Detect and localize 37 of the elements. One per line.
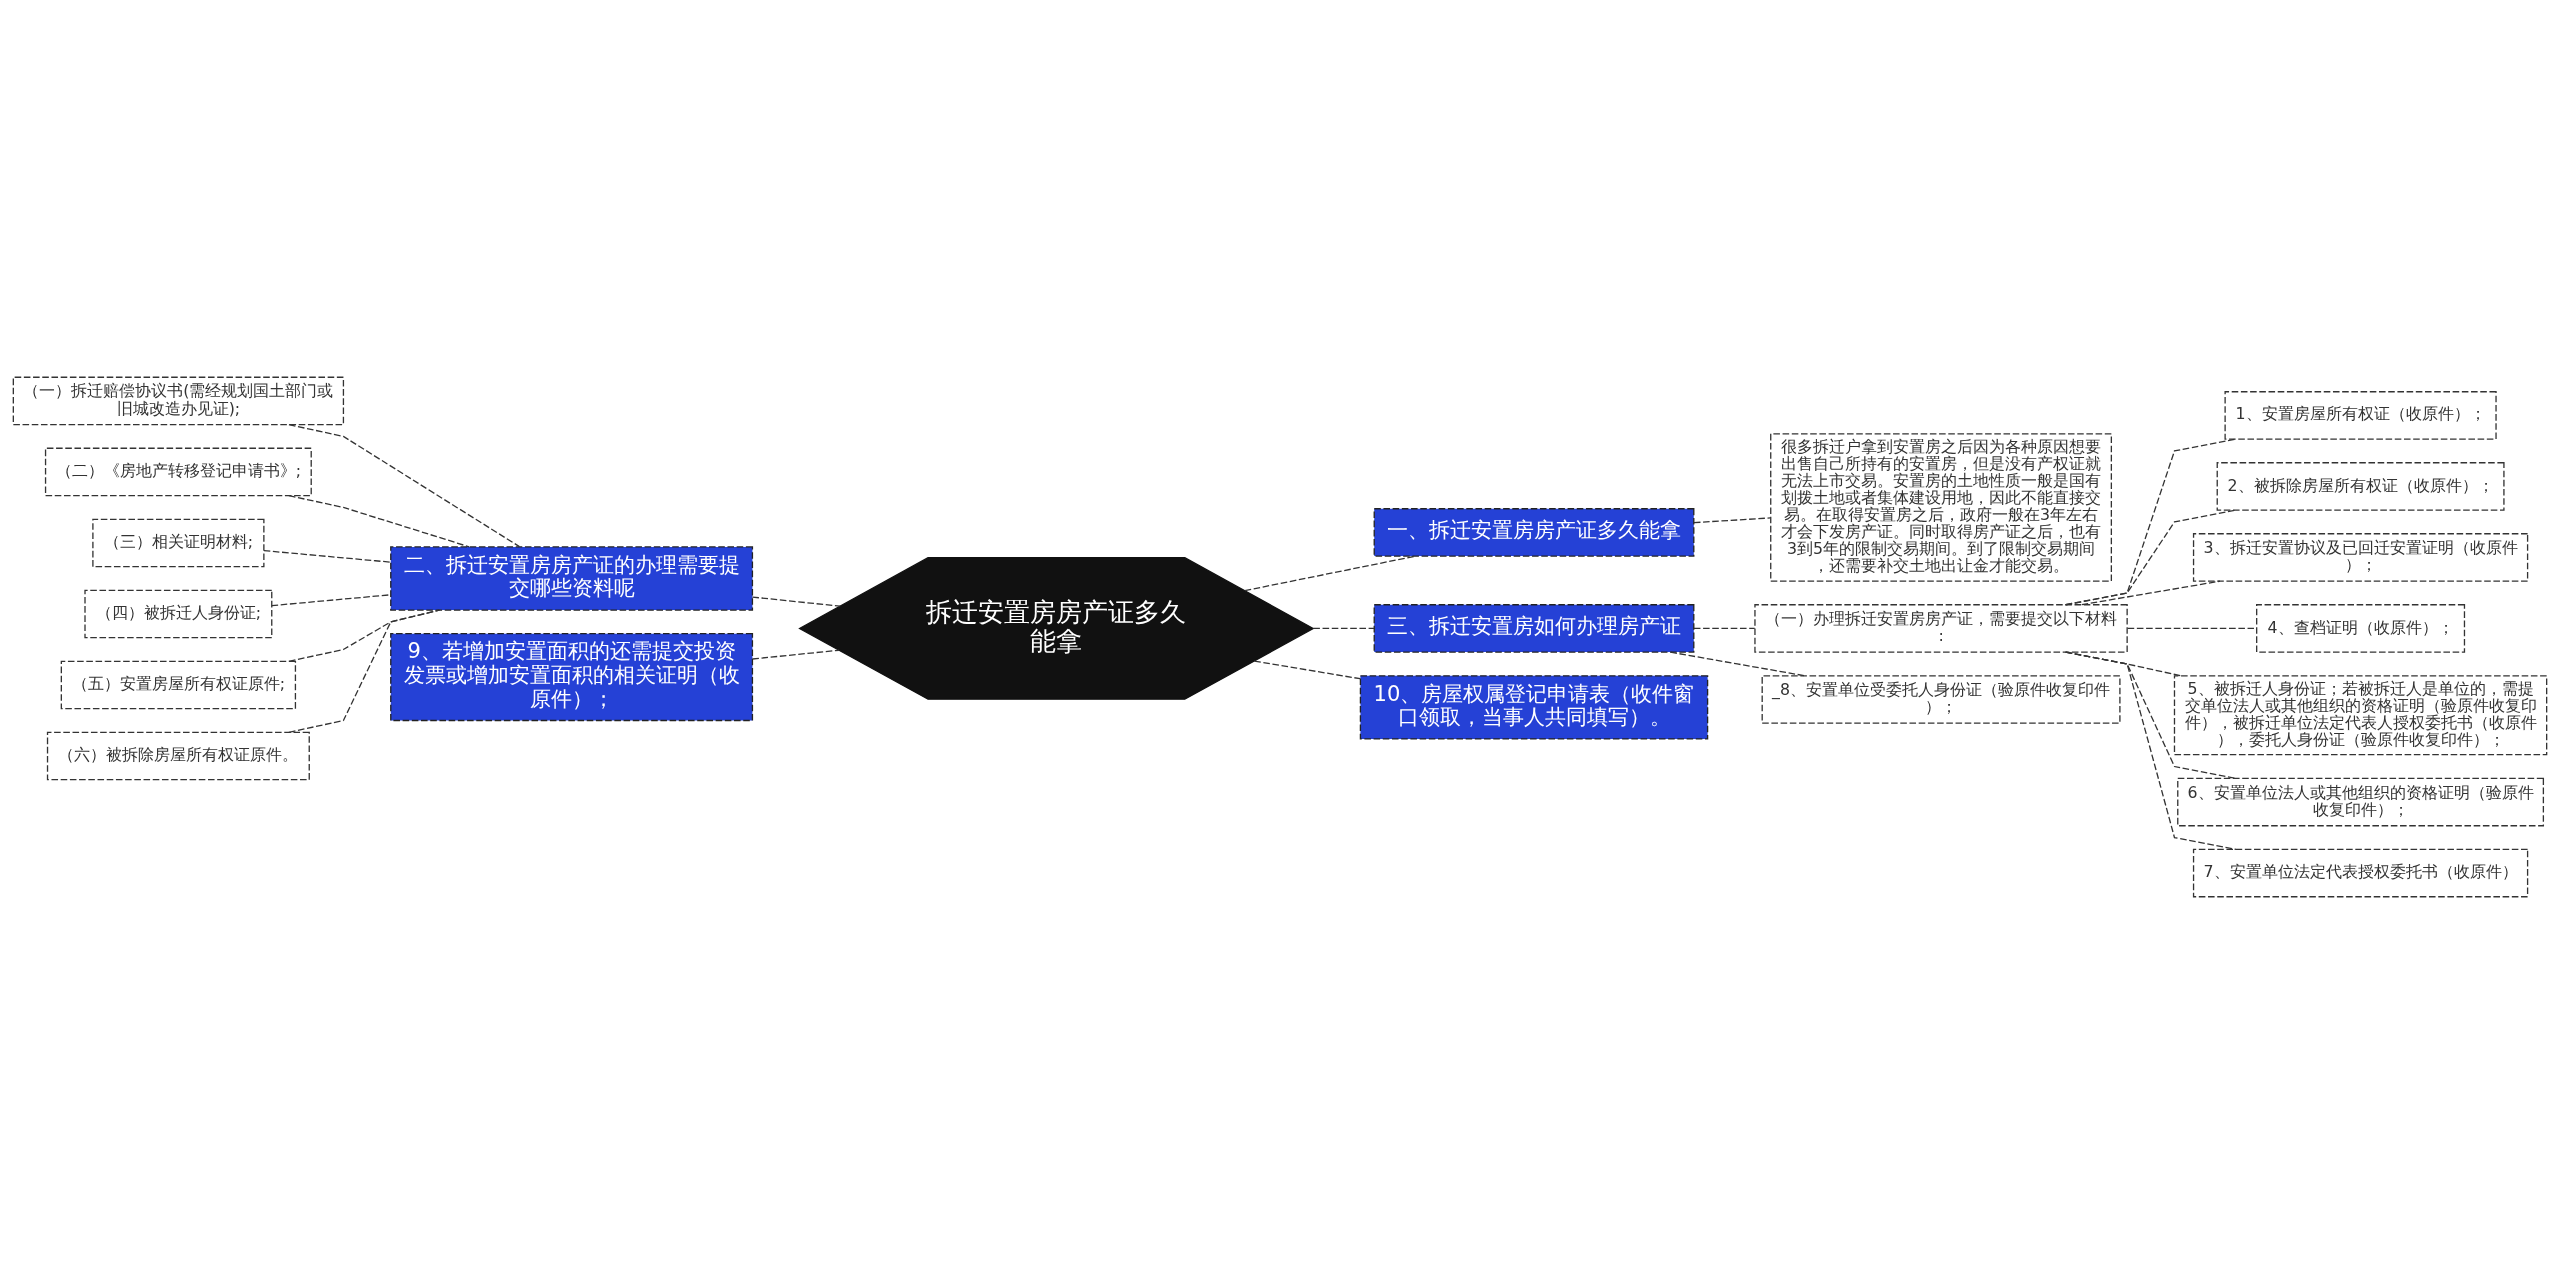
- node-box: 二、拆迁安置房房产证的办理需要提交哪些资料呢: [390, 545, 754, 611]
- node-box: 10、房屋权属登记申请表（收件窗口领取，当事人共同填写）。: [1359, 674, 1709, 740]
- node-box: 三、拆迁安置房如何办理房产证: [1373, 603, 1695, 653]
- node-box: （一）拆迁赔偿协议书(需经规划国土部门或旧城改造办见证);: [12, 376, 345, 425]
- node-box: 7、安置单位法定代表授权委托书（收原件）: [2192, 848, 2529, 897]
- connector: [751, 649, 840, 660]
- node-box: _8、安置单位受委托人身份证（验原件收复印件）；: [1761, 674, 2121, 724]
- connector: [1693, 627, 1756, 629]
- node-box: 9、若增加安置面积的还需提交投资发票或增加安置面积的相关证明（收原件）；: [390, 632, 754, 721]
- node-box: 很多拆迁户拿到安置房之后因为各种原因想要出售自己所持有的安置房，但是没有产权证就无法上市交易。安置房的土地性质一般是国有划拨土地或者集体建设用地，因此不能直接交易。在取得安置房之后，政府一般在3年左右才会下发房产证。同时取得房产证之后，也有3到5年的限制交易期间。到了限制交易期间，还需要补交土地出让金才能交易。: [1770, 432, 2112, 582]
- node-box: （二）《房地产转移登记申请书》;: [44, 447, 312, 496]
- connector: [2127, 627, 2257, 629]
- node-box: 1、安置房屋所有权证（收原件）；: [2224, 390, 2497, 440]
- node-box: 2、被拆除房屋所有权证（收原件）；: [2216, 461, 2505, 511]
- node-box: （三）相关证明材料;: [92, 518, 265, 567]
- connector: [2064, 651, 2237, 850]
- connector: [288, 423, 521, 547]
- connector: [288, 608, 441, 733]
- connector: [1253, 659, 1361, 679]
- connector: [288, 494, 470, 547]
- connector: [1312, 627, 1375, 629]
- node-box: 6、安置单位法人或其他组织的资格证明（验原件收复印件）；: [2177, 777, 2545, 826]
- node-box: 4、查档证明（收原件）；: [2256, 603, 2466, 653]
- node-box: 一、拆迁安置房房产证多久能拿: [1373, 507, 1695, 557]
- connector: [1244, 555, 1416, 591]
- node-box: （一）办理拆迁安置房房产证，需要提交以下材料:: [1754, 603, 2128, 653]
- node-box: （五）安置房屋所有权证原件;: [60, 660, 297, 709]
- node-box: 3、拆迁安置协议及已回迁安置证明（收原件）；: [2192, 532, 2529, 582]
- node-box: （四）被拆迁人身份证;: [84, 589, 273, 638]
- connector: [1693, 516, 1772, 523]
- connector: [263, 549, 392, 563]
- node-box: 5、被拆迁人身份证；若被拆迁人是单位的，需提交单位法人或其他组织的资格证明（验原件收复印件），被拆迁单位法定代表人授权委托书（收原件），委托人身份证（验原件收复印件）；: [2173, 674, 2548, 755]
- connector: [751, 595, 841, 607]
- connector: [2081, 580, 2221, 605]
- connector: [2064, 508, 2237, 605]
- connector: [2064, 437, 2237, 605]
- node-box: （六）被拆除房屋所有权证原件。: [46, 731, 310, 780]
